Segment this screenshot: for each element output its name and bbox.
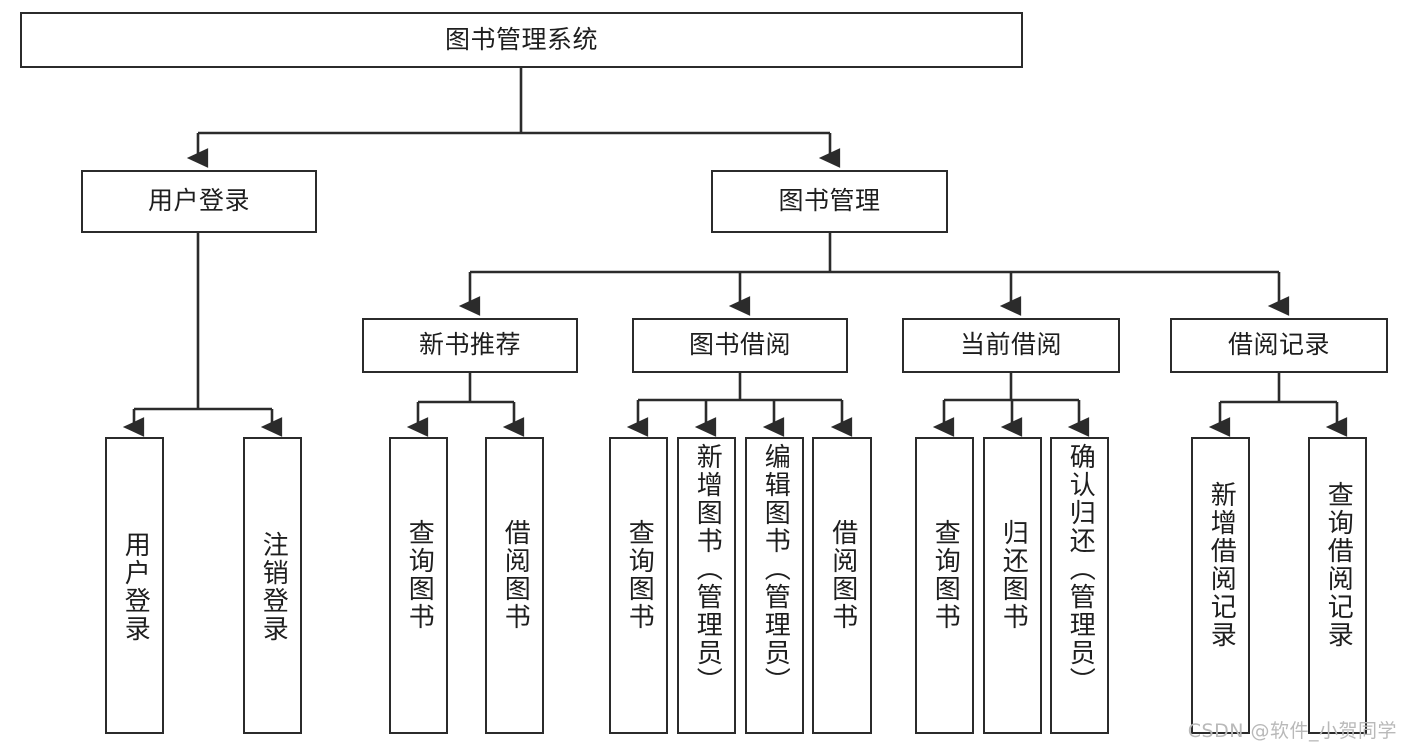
node-user-login[interactable]: 用户登录: [81, 170, 317, 233]
leaf-borrow-book-1-label: 借阅图书: [500, 519, 531, 631]
leaf-query-book-2[interactable]: 查询图书: [609, 437, 668, 734]
node-book-management[interactable]: 图书管理: [711, 170, 948, 233]
leaf-query-borrow-record[interactable]: 查询借阅记录: [1308, 437, 1367, 734]
leaf-user-login-label: 用户登录: [120, 531, 151, 643]
leaf-confirm-return[interactable]: 确认归还（管理员）: [1050, 437, 1109, 734]
node-borrow-record[interactable]: 借阅记录: [1170, 318, 1388, 373]
leaf-user-login[interactable]: 用户登录: [105, 437, 164, 734]
node-book-borrow-label: 图书借阅: [688, 330, 791, 360]
leaf-add-borrow-record[interactable]: 新增借阅记录: [1191, 437, 1250, 734]
leaf-user-logout[interactable]: 注销登录: [243, 437, 302, 734]
leaf-query-book-3-label: 查询图书: [930, 519, 961, 631]
leaf-query-book-1-label: 查询图书: [404, 519, 435, 631]
leaf-query-book-2-label: 查询图书: [624, 519, 655, 631]
csdn-watermark: CSDN @软件_小贺同学: [1187, 720, 1397, 742]
leaf-borrow-book-1[interactable]: 借阅图书: [485, 437, 544, 734]
leaf-confirm-return-label: 确认归还（管理员）: [1065, 443, 1096, 695]
node-book-borrow[interactable]: 图书借阅: [632, 318, 848, 373]
node-current-borrow[interactable]: 当前借阅: [902, 318, 1120, 373]
leaf-edit-book[interactable]: 编辑图书（管理员）: [745, 437, 804, 734]
leaf-borrow-book-2[interactable]: 借阅图书: [812, 437, 872, 734]
leaf-borrow-book-2-label: 借阅图书: [827, 519, 858, 631]
node-new-book-recommend-label: 新书推荐: [418, 330, 521, 360]
leaf-edit-book-label: 编辑图书（管理员）: [760, 443, 791, 695]
leaf-query-book-1[interactable]: 查询图书: [389, 437, 448, 734]
leaf-return-book-label: 归还图书: [998, 519, 1029, 631]
node-current-borrow-label: 当前借阅: [959, 330, 1062, 360]
leaf-add-book[interactable]: 新增图书（管理员）: [677, 437, 736, 734]
node-book-management-label: 图书管理: [778, 186, 881, 216]
leaf-query-borrow-record-label: 查询借阅记录: [1323, 481, 1354, 649]
node-borrow-record-label: 借阅记录: [1227, 330, 1330, 360]
node-root[interactable]: 图书管理系统: [20, 12, 1023, 68]
leaf-return-book[interactable]: 归还图书: [983, 437, 1042, 734]
leaf-add-book-label: 新增图书（管理员）: [692, 443, 723, 695]
node-new-book-recommend[interactable]: 新书推荐: [362, 318, 578, 373]
leaf-query-book-3[interactable]: 查询图书: [915, 437, 974, 734]
leaf-add-borrow-record-label: 新增借阅记录: [1206, 481, 1237, 649]
leaf-user-logout-label: 注销登录: [258, 531, 289, 643]
node-root-label: 图书管理系统: [444, 24, 598, 54]
node-user-login-label: 用户登录: [147, 186, 250, 216]
